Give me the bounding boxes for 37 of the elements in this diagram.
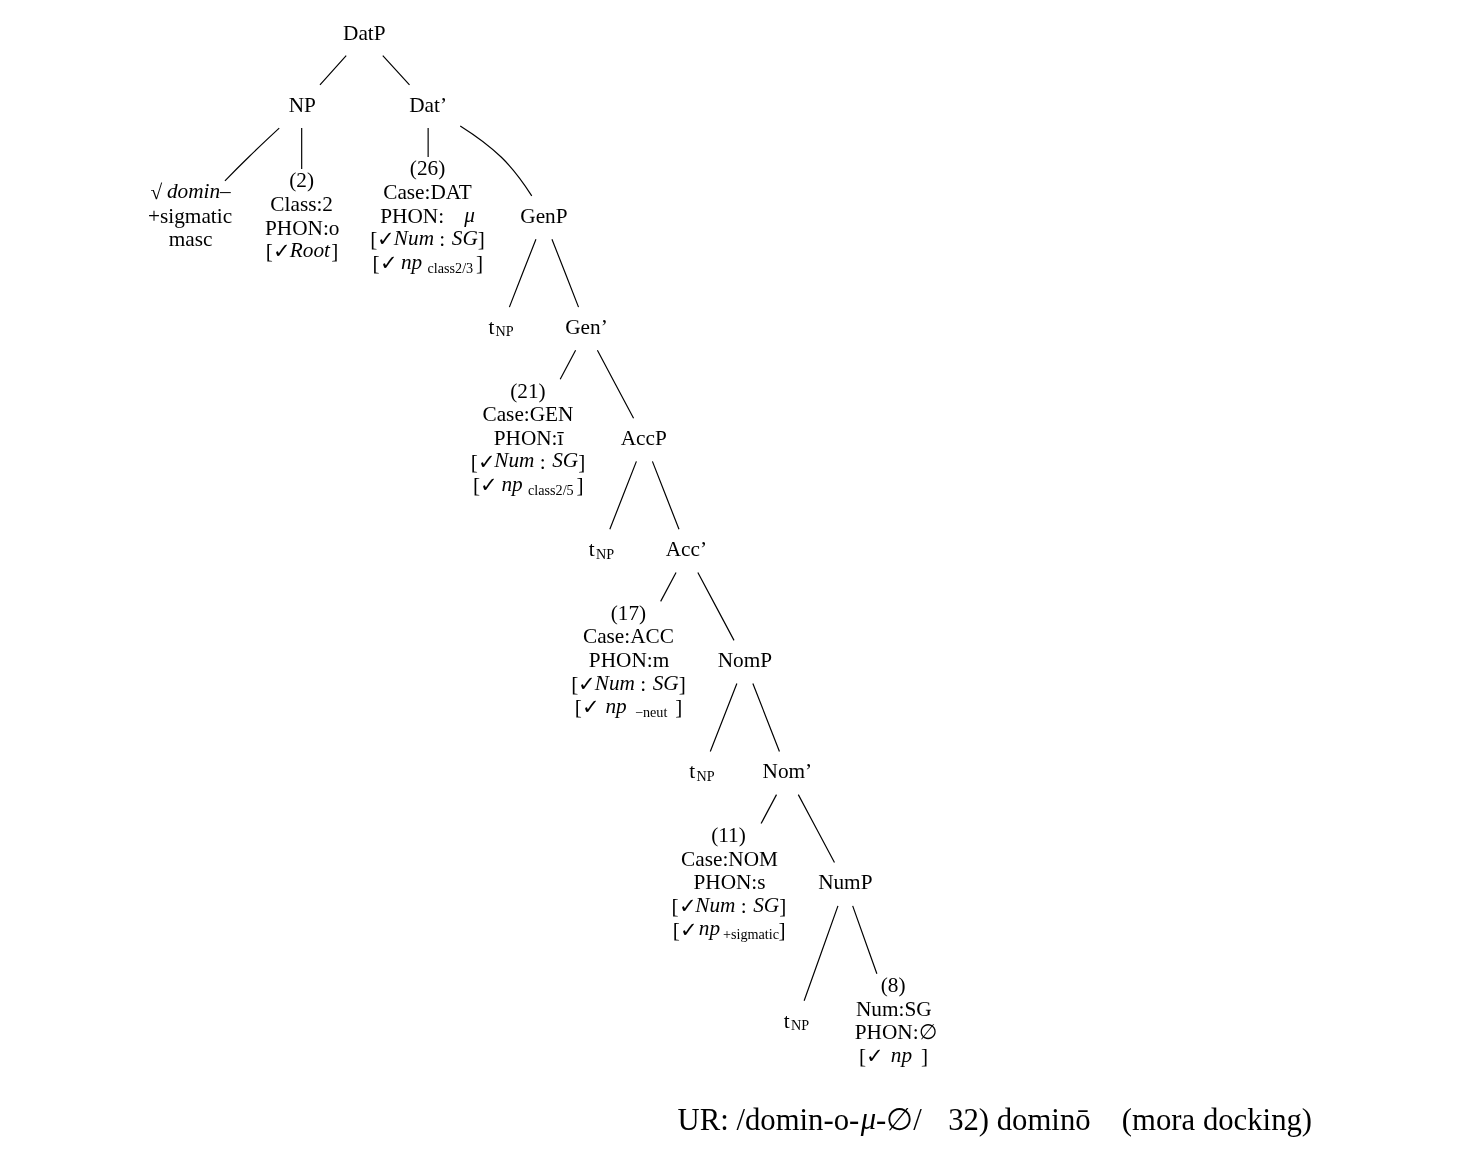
connector [851, 905, 877, 975]
connector [760, 794, 777, 825]
node-text: NumP [817, 870, 872, 895]
node-text: GenP [519, 203, 568, 228]
node-text: (2) Class:2 PHON:o [✓Root] [264, 168, 339, 264]
node-text: NP [288, 92, 316, 117]
connector [803, 905, 839, 1002]
node-text: DatP [342, 20, 386, 45]
connector [300, 127, 302, 170]
connector [696, 571, 735, 641]
label: 32) dominō [947, 1102, 1091, 1137]
connector [751, 682, 780, 753]
label: (mora docking) [1121, 1102, 1312, 1137]
node-text: (8) Num:SG PHON:∅ [✓np] [854, 973, 937, 1069]
connector [559, 349, 576, 380]
connector [797, 794, 835, 864]
connector [550, 238, 579, 308]
connector [659, 571, 677, 602]
connector [459, 125, 532, 197]
connector [508, 238, 537, 308]
label: UR: /domin-o-μ-∅/ [677, 1101, 922, 1137]
connector [596, 349, 634, 419]
connector [427, 127, 429, 158]
node-text: AccP [620, 425, 667, 450]
connector [709, 682, 737, 753]
connector [651, 460, 680, 530]
node-text: √domin– +sigmatic masc [147, 178, 232, 252]
connector [608, 460, 637, 530]
connector [318, 55, 347, 86]
node-text: Acc’ [665, 537, 707, 562]
node-text: Dat’ [408, 92, 447, 117]
connector [381, 55, 410, 86]
connector [223, 127, 280, 182]
node-text: NomP [717, 648, 772, 673]
node-text: Nom’ [762, 759, 812, 784]
node-text: (17) Case:ACC PHON:m [✓Num : SG] [✓np−neut] [570, 600, 686, 720]
node-text: Gen’ [564, 314, 608, 339]
